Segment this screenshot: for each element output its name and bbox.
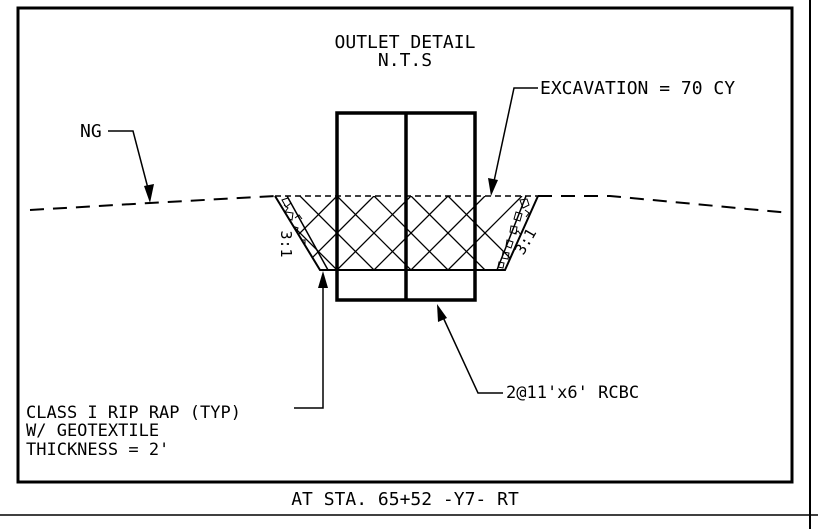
excavation-leader [492, 87, 538, 187]
riprap-leader-arrowhead [318, 271, 328, 288]
natural-ground-line-left [29, 195, 276, 211]
trench-outline [274, 195, 539, 271]
slope-label-left: 3:1 [277, 230, 295, 257]
riprap-label-line3: THICKNESS = 2' [26, 440, 169, 460]
riprap-label-line1: CLASS I RIP RAP (TYP) [26, 403, 241, 423]
excavation-label: EXCAVATION = 70 CY [540, 78, 735, 99]
riprap-leader [294, 281, 324, 409]
detail-scale-note: N.T.S [378, 50, 432, 71]
excavation-leader-arrowhead [488, 178, 498, 196]
station-note: AT STA. 65+52 -Y7- RT [291, 489, 519, 510]
natural-ground-line-right [538, 195, 791, 214]
ng-leader-arrowhead [144, 184, 154, 203]
slope-label-right: 3:1 [511, 225, 540, 257]
ng-leader [108, 130, 151, 197]
riprap-inner-slope-right [496, 195, 527, 271]
detail-frame [16, 6, 794, 484]
culvert-label: 2@11'x6' RCBC [506, 383, 639, 403]
ng-label: NG [80, 121, 102, 142]
riprap-label-line2: W/ GEOTEXTILE [26, 421, 159, 441]
culvert-leader-arrowhead [437, 304, 447, 322]
riprap-trench [275, 196, 530, 270]
detail-title: OUTLET DETAIL [335, 32, 476, 53]
riprap-inner-slope-left [286, 195, 329, 271]
culvert-leader [441, 314, 503, 394]
